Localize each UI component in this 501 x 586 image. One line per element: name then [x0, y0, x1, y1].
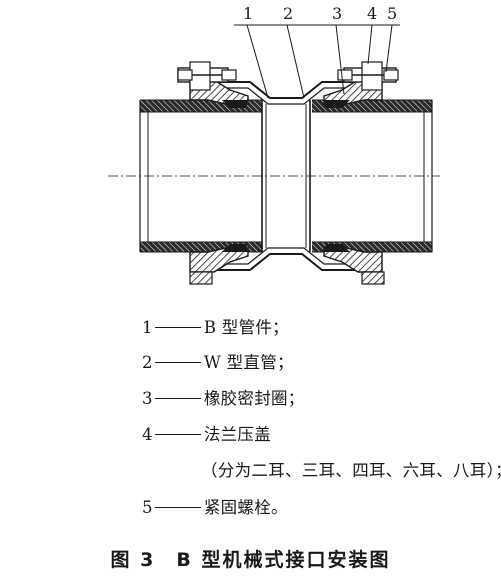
legend-dash — [154, 506, 201, 509]
legend-item-5: 5 紧固螺栓。 — [142, 497, 288, 519]
joint-diagram: 1 2 3 4 5 — [108, 4, 440, 285]
legend-item-1: 1 B 型管件； — [142, 317, 289, 339]
legend-dash — [154, 397, 201, 400]
callout-4: 4 — [367, 4, 377, 23]
legend-item-text: W 型直管； — [203, 353, 294, 372]
legend-item-4-note: （分为二耳、三耳、四耳、六耳、八耳）； — [201, 460, 501, 482]
legend-item-text: 橡胶密封圈； — [203, 389, 305, 408]
callout-1: 1 — [243, 4, 253, 23]
legend-item-text: 法兰压盖 — [203, 425, 272, 444]
leader-lines — [234, 24, 400, 99]
bolt-left — [177, 69, 237, 81]
legend-item-text: （分为二耳、三耳、四耳、六耳、八耳）； — [201, 461, 501, 480]
legend-item-number: 2 — [142, 353, 153, 372]
callout-3: 3 — [332, 4, 342, 23]
callout-5: 5 — [387, 4, 397, 23]
legend-item-text: B 型管件； — [203, 318, 289, 337]
legend-item-number: 3 — [142, 389, 153, 408]
bolt-right — [337, 69, 399, 81]
callout-labels: 1 2 3 4 5 — [243, 4, 397, 23]
legend-dash — [154, 433, 201, 436]
legend-item-number: 4 — [142, 425, 153, 444]
legend-item-text: 紧固螺栓。 — [203, 498, 288, 517]
callout-2: 2 — [283, 4, 293, 23]
legend-item-number: 5 — [142, 498, 153, 517]
left-flange-bottom — [189, 244, 249, 285]
legend-dash — [154, 326, 201, 329]
legend-item-number: 1 — [142, 318, 153, 337]
legend-item-2: 2 W 型直管； — [142, 352, 294, 374]
legend-dash — [154, 361, 201, 364]
right-flange-bottom — [323, 244, 385, 285]
legend-item-4: 4 法兰压盖 — [142, 424, 271, 446]
legend-item-3: 3 橡胶密封圈； — [142, 388, 305, 410]
figure-caption: 图 3 B 型机械式接口安装图 — [110, 549, 391, 571]
